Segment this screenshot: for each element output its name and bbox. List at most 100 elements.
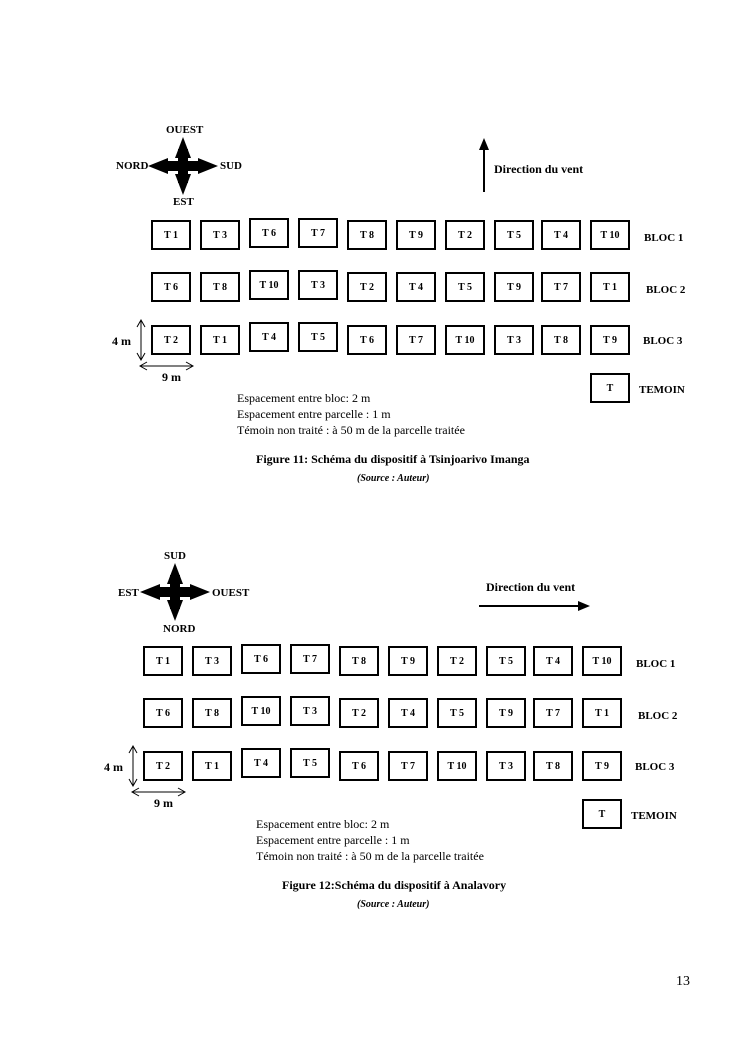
- plot-cell: T 8: [541, 325, 581, 355]
- plot-cell: T 5: [494, 220, 534, 250]
- plot-cell: T 2: [339, 698, 379, 728]
- plot-cell: T 1: [151, 220, 191, 250]
- figure-11-source: (Source : Auteur): [357, 473, 430, 484]
- compass-left-label: NORD: [116, 160, 149, 172]
- plot-cell: T 3: [494, 325, 534, 355]
- width-dimension-label: 9 m: [154, 796, 173, 810]
- plot-cell: T 3: [200, 220, 240, 250]
- width-dimension-label: 9 m: [162, 370, 181, 384]
- plot-cell: T 7: [533, 698, 573, 728]
- width-dimension-arrow: [138, 361, 195, 371]
- note-line: Témoin non traité : à 50 m de la parcell…: [237, 423, 465, 437]
- plot-cell: T 6: [249, 218, 289, 248]
- plot-cell: T 6: [143, 698, 183, 728]
- plot-cell: T 8: [347, 220, 387, 250]
- control-label: TEMOIN: [639, 384, 685, 396]
- control-label: TEMOIN: [631, 810, 677, 822]
- plot-cell: T 2: [445, 220, 485, 250]
- plot-cell: T 1: [200, 325, 240, 355]
- note-line: Espacement entre parcelle : 1 m: [237, 407, 391, 421]
- plot-cell: T 7: [290, 644, 330, 674]
- plot-cell: T 6: [339, 751, 379, 781]
- plot-cell: T 7: [396, 325, 436, 355]
- note-line: Espacement entre parcelle : 1 m: [256, 833, 410, 847]
- plot-cell: T 3: [290, 696, 330, 726]
- wind-arrow-icon: [479, 138, 489, 192]
- compass-top-label: SUD: [164, 550, 187, 562]
- plot-cell: T 10: [445, 325, 485, 355]
- plot-cell: T 8: [339, 646, 379, 676]
- block-label: BLOC 2: [638, 710, 678, 722]
- plot-cell: T 2: [151, 325, 191, 355]
- plot-cell: T 4: [541, 220, 581, 250]
- plot-cell: T 2: [437, 646, 477, 676]
- plot-cell: T 10: [590, 220, 630, 250]
- plot-cell: T 1: [192, 751, 232, 781]
- height-dimension-arrow: [128, 744, 138, 788]
- plot-cell: T 5: [437, 698, 477, 728]
- block-label: BLOC 1: [644, 232, 684, 244]
- compass-icon: [148, 137, 218, 195]
- plot-cell: T 9: [590, 325, 630, 355]
- plot-cell: T 4: [241, 748, 281, 778]
- compass-top-label: OUEST: [166, 124, 204, 136]
- plot-cell: T 5: [290, 748, 330, 778]
- plot-cell: T 1: [590, 272, 630, 302]
- compass-bottom-label: EST: [173, 196, 194, 208]
- block-label: BLOC 2: [646, 284, 686, 296]
- compass-left-label: EST: [118, 587, 139, 599]
- control-plot-cell: T: [582, 799, 622, 829]
- compass-bottom-label: NORD: [163, 623, 196, 635]
- height-dimension-label: 4 m: [104, 760, 123, 774]
- plot-cell: T 8: [200, 272, 240, 302]
- plot-cell: T 3: [192, 646, 232, 676]
- plot-cell: T 6: [151, 272, 191, 302]
- plot-cell: T 5: [298, 322, 338, 352]
- block-label: BLOC 1: [636, 658, 676, 670]
- plot-cell: T 7: [298, 218, 338, 248]
- plot-cell: T 3: [298, 270, 338, 300]
- plot-cell: T 2: [143, 751, 183, 781]
- page-number: 13: [676, 974, 690, 989]
- plot-cell: T 4: [388, 698, 428, 728]
- plot-cell: T 9: [486, 698, 526, 728]
- control-plot-cell: T: [590, 373, 630, 403]
- note-line: Espacement entre bloc: 2 m: [256, 817, 390, 831]
- compass-icon: [140, 563, 210, 621]
- plot-cell: T 5: [445, 272, 485, 302]
- plot-cell: T 9: [388, 646, 428, 676]
- plot-cell: T 5: [486, 646, 526, 676]
- note-line: Espacement entre bloc: 2 m: [237, 391, 371, 405]
- plot-cell: T 7: [541, 272, 581, 302]
- plot-cell: T 9: [494, 272, 534, 302]
- plot-cell: T 6: [347, 325, 387, 355]
- figure-11: OUEST EST NORD SUD Direction du vent T 1…: [0, 0, 745, 437]
- plot-cell: T 10: [582, 646, 622, 676]
- width-dimension-arrow: [130, 787, 187, 797]
- note-line: Témoin non traité : à 50 m de la parcell…: [256, 849, 484, 863]
- plot-cell: T 10: [437, 751, 477, 781]
- plot-cell: T 4: [249, 322, 289, 352]
- plot-cell: T 4: [533, 646, 573, 676]
- compass-right-label: SUD: [220, 160, 243, 172]
- figure-12: SUD NORD EST OUEST Direction du vent T 1…: [0, 426, 745, 863]
- plot-cell: T 1: [143, 646, 183, 676]
- wind-direction-label: Direction du vent: [486, 580, 576, 594]
- plot-cell: T 9: [582, 751, 622, 781]
- plot-cell: T 6: [241, 644, 281, 674]
- plot-cell: T 1: [582, 698, 622, 728]
- figure-11-caption: Figure 11: Schéma du dispositif à Tsinjo…: [256, 452, 530, 466]
- height-dimension-arrow: [136, 318, 146, 362]
- height-dimension-label: 4 m: [112, 334, 131, 348]
- plot-cell: T 10: [249, 270, 289, 300]
- plot-cell: T 9: [396, 220, 436, 250]
- plot-cell: T 8: [533, 751, 573, 781]
- figure-12-caption: Figure 12:Schéma du dispositif à Analavo…: [282, 878, 507, 892]
- block-label: BLOC 3: [635, 761, 675, 773]
- plot-cell: T 3: [486, 751, 526, 781]
- plot-cell: T 7: [388, 751, 428, 781]
- block-label: BLOC 3: [643, 335, 683, 347]
- plot-cell: T 10: [241, 696, 281, 726]
- figure-12-graphics: [128, 563, 590, 797]
- plot-cell: T 4: [396, 272, 436, 302]
